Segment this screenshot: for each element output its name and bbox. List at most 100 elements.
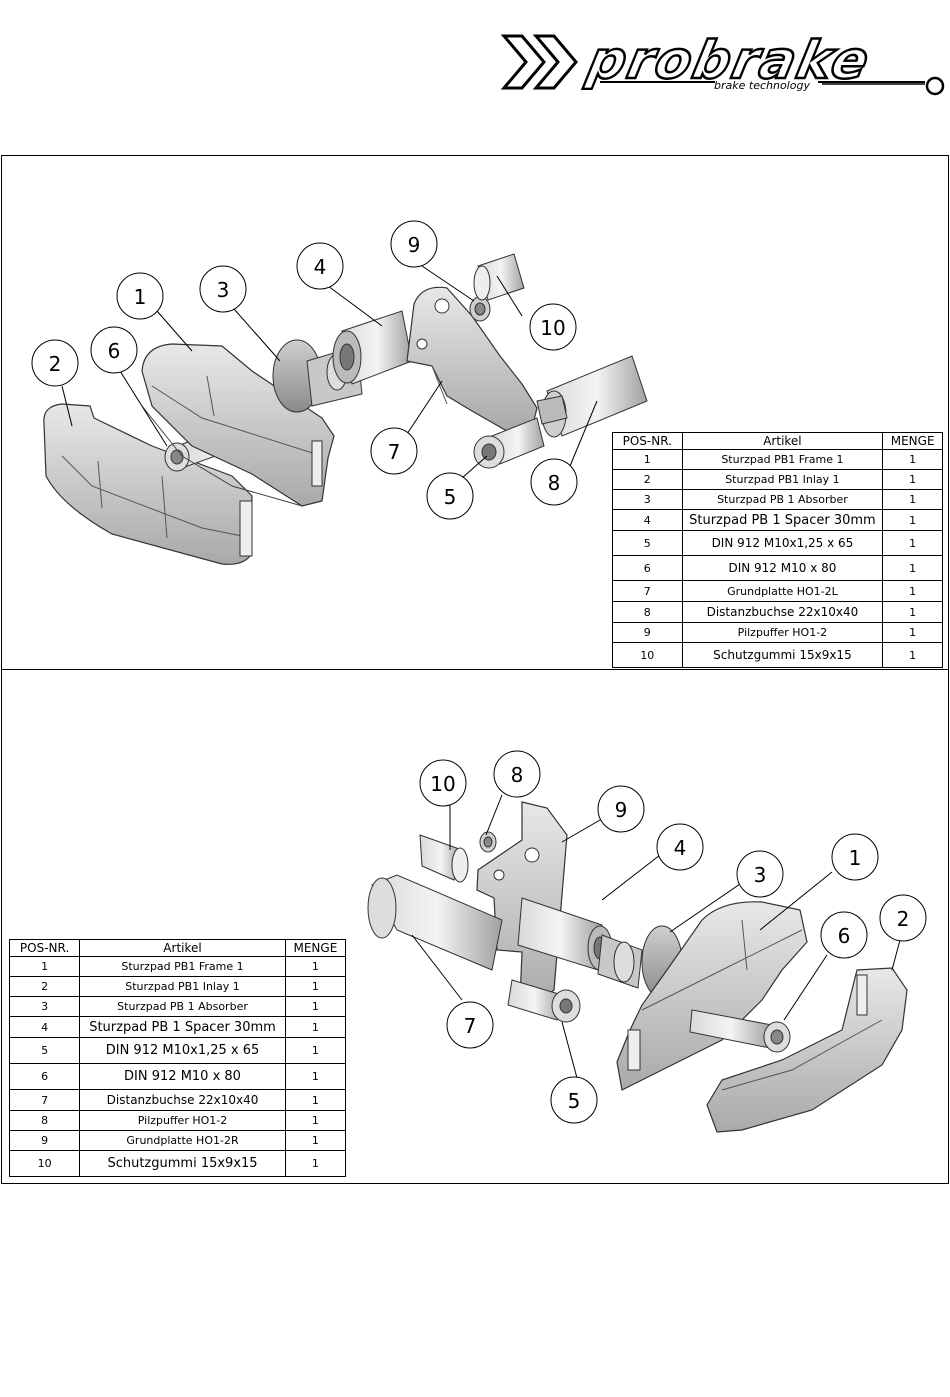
svg-text:9: 9 bbox=[408, 233, 421, 257]
cell-pos: 9 bbox=[612, 622, 683, 643]
header-menge: MENGE bbox=[284, 939, 347, 957]
cell-pos: 1 bbox=[8, 956, 81, 977]
svg-text:5: 5 bbox=[568, 1089, 581, 1113]
part-8-bumper bbox=[479, 831, 497, 853]
cell-pos: 5 bbox=[612, 530, 683, 556]
cell-artikel: Grundplatte HO1-2R bbox=[79, 1130, 286, 1151]
svg-text:10: 10 bbox=[540, 316, 565, 340]
callout-3: 3 bbox=[736, 850, 784, 898]
cell-artikel: Schutzgummi 15x9x15 bbox=[681, 642, 884, 668]
cell-pos: 10 bbox=[8, 1150, 81, 1177]
cell-artikel: Sturzpad PB 1 Absorber bbox=[79, 996, 286, 1017]
cell-artikel: Sturzpad PB1 Frame 1 bbox=[681, 449, 884, 470]
brand-wordmark: probrake bbox=[582, 31, 876, 91]
cell-menge: 1 bbox=[882, 449, 943, 470]
cell-artikel: DIN 912 M10 x 80 bbox=[79, 1063, 286, 1090]
cell-pos: 8 bbox=[8, 1110, 81, 1131]
part-9-bumper bbox=[469, 296, 491, 322]
cell-menge: 1 bbox=[284, 1150, 347, 1177]
cell-menge: 1 bbox=[882, 469, 943, 490]
callout-9: 9 bbox=[597, 785, 645, 833]
cell-artikel: Sturzpad PB1 Inlay 1 bbox=[79, 976, 286, 997]
part-5-bolt bbox=[507, 979, 581, 1023]
top-assembly-panel: 1 2 3 4 5 6 7 8 9 10 POS-NR. Artikel MEN… bbox=[1, 155, 949, 670]
probrake-logo: probrake brake technology bbox=[500, 29, 945, 96]
cell-artikel: Sturzpad PB 1 Spacer 30mm bbox=[79, 1016, 286, 1038]
svg-text:6: 6 bbox=[838, 924, 851, 948]
callout-8: 8 bbox=[530, 458, 578, 506]
svg-text:2: 2 bbox=[897, 907, 910, 931]
cell-pos: 1 bbox=[612, 449, 683, 470]
svg-text:5: 5 bbox=[444, 485, 457, 509]
cell-menge: 1 bbox=[284, 956, 347, 977]
cell-pos: 5 bbox=[8, 1037, 81, 1064]
part-1-frame bbox=[616, 901, 808, 1091]
callout-6: 6 bbox=[820, 911, 868, 959]
cell-artikel: Sturzpad PB1 Frame 1 bbox=[79, 956, 286, 977]
part-1-frame bbox=[141, 343, 335, 507]
cell-menge: 1 bbox=[882, 601, 943, 623]
bottom-assembly-panel: 10 8 9 4 3 1 6 2 7 5 POS-NR. Artikel MEN… bbox=[1, 669, 949, 1184]
cell-pos: 10 bbox=[612, 642, 683, 668]
cell-artikel: Sturzpad PB1 Inlay 1 bbox=[681, 469, 884, 490]
cell-pos: 7 bbox=[8, 1089, 81, 1111]
cell-pos: 9 bbox=[8, 1130, 81, 1151]
brake-line-end-icon bbox=[925, 76, 945, 96]
cell-menge: 1 bbox=[284, 1063, 347, 1090]
cell-artikel: DIN 912 M10 x 80 bbox=[681, 555, 884, 581]
svg-text:10: 10 bbox=[430, 772, 455, 796]
cell-menge: 1 bbox=[284, 1089, 347, 1111]
callout-10: 10 bbox=[529, 303, 577, 351]
table-header-row: POS-NR. Artikel MENGE bbox=[8, 939, 347, 957]
cell-menge: 1 bbox=[882, 642, 943, 668]
callout-7: 7 bbox=[446, 1001, 494, 1049]
callout-10: 10 bbox=[419, 759, 467, 807]
svg-text:8: 8 bbox=[511, 763, 524, 787]
callout-1: 1 bbox=[831, 833, 879, 881]
callout-5: 5 bbox=[426, 472, 474, 520]
part-2-inlay bbox=[43, 403, 253, 565]
cell-menge: 1 bbox=[882, 489, 943, 510]
cell-artikel: DIN 912 M10x1,25 x 65 bbox=[681, 530, 884, 556]
cell-pos: 6 bbox=[8, 1063, 81, 1090]
cell-menge: 1 bbox=[882, 509, 943, 531]
header-menge: MENGE bbox=[882, 432, 943, 450]
part-7-baseplate bbox=[406, 286, 538, 432]
top-exploded-drawing: 1 2 3 4 5 6 7 8 9 10 bbox=[31, 220, 648, 565]
callout-4: 4 bbox=[656, 823, 704, 871]
cell-menge: 1 bbox=[284, 1037, 347, 1064]
cell-pos: 2 bbox=[612, 469, 683, 490]
svg-text:9: 9 bbox=[615, 798, 628, 822]
cell-menge: 1 bbox=[284, 1110, 347, 1131]
svg-text:7: 7 bbox=[388, 440, 401, 464]
cell-artikel: Distanzbuchse 22x10x40 bbox=[79, 1089, 286, 1111]
cell-menge: 1 bbox=[284, 996, 347, 1017]
callout-2: 2 bbox=[31, 339, 79, 387]
callout-8: 8 bbox=[493, 750, 541, 798]
part-2-inlay bbox=[706, 967, 908, 1133]
svg-text:4: 4 bbox=[314, 255, 327, 279]
svg-text:3: 3 bbox=[754, 863, 767, 887]
callout-4: 4 bbox=[296, 242, 344, 290]
cell-menge: 1 bbox=[882, 580, 943, 602]
svg-text:1: 1 bbox=[849, 846, 862, 870]
header-artikel: Artikel bbox=[79, 939, 286, 957]
cell-artikel: Grundplatte HO1-2L bbox=[681, 580, 884, 602]
cell-menge: 1 bbox=[882, 622, 943, 643]
cell-pos: 2 bbox=[8, 976, 81, 997]
